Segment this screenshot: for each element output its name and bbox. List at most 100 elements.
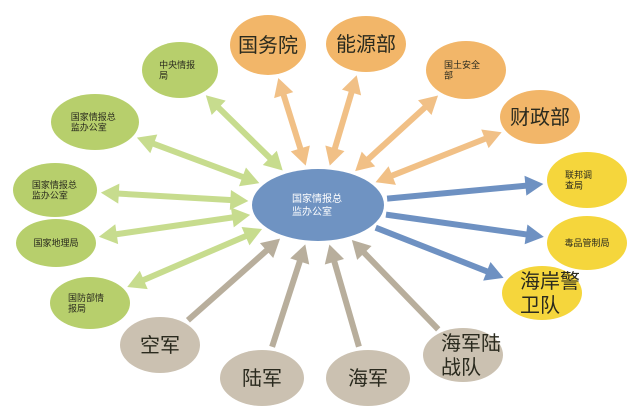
arrowhead-inner xyxy=(238,167,260,187)
node-label: 国家情报总 xyxy=(32,179,77,191)
node-label: 海军陆 xyxy=(441,331,501,355)
arrow-state-council xyxy=(274,77,310,166)
arrow-odni-2 xyxy=(100,183,249,210)
arrowhead-inner xyxy=(355,151,376,172)
arrow-fbi xyxy=(386,175,544,202)
arrow-air-force xyxy=(185,238,281,323)
node-ellipse xyxy=(142,42,218,98)
node-label: 空军 xyxy=(140,333,180,357)
node-ellipse xyxy=(326,350,410,406)
node-ellipse xyxy=(16,219,96,267)
arrow-dea xyxy=(385,211,544,245)
arrow-army xyxy=(269,244,310,348)
arrowhead-inner xyxy=(290,244,310,265)
arrowhead-inner xyxy=(262,150,283,171)
arrowhead-inner xyxy=(230,207,251,228)
arrowhead-inner xyxy=(259,238,281,259)
arrowhead-inner xyxy=(229,190,249,210)
node-label: 国家情报总 xyxy=(71,111,116,123)
arrow-shaft xyxy=(330,257,362,348)
node-ellipse xyxy=(502,266,582,320)
arrow-cia xyxy=(205,95,283,171)
arrowhead-inner xyxy=(324,244,345,265)
node-navy: 海军 xyxy=(326,350,410,406)
arrows-layer xyxy=(98,75,544,348)
node-label: 部 xyxy=(444,70,453,82)
node-ellipse xyxy=(500,90,580,144)
node-energy: 能源部 xyxy=(326,16,406,72)
node-ellipse xyxy=(547,152,627,208)
node-state-council: 国务院 xyxy=(230,15,306,75)
node-ellipse xyxy=(426,41,506,99)
node-ellipse xyxy=(50,277,130,329)
arrow-shaft xyxy=(185,245,272,323)
node-label: 联邦调 xyxy=(565,169,592,181)
arrowhead-outer xyxy=(418,95,439,116)
node-label: 国防部情 xyxy=(68,292,104,304)
center-label: 国家情报总 xyxy=(292,192,342,205)
arrowhead-outer xyxy=(127,270,148,290)
node-army: 陆军 xyxy=(220,350,304,406)
node-label: 战队 xyxy=(441,355,481,379)
arrow-coast-guard xyxy=(374,224,504,281)
arrow-nga xyxy=(98,207,251,245)
arrowhead-outer xyxy=(524,175,544,196)
arrow-shaft xyxy=(148,139,248,182)
node-label: 陆军 xyxy=(242,366,282,390)
arrow-shaft xyxy=(330,87,356,154)
arrow-dhs xyxy=(355,95,439,172)
arrow-shaft xyxy=(386,182,530,202)
arrow-treasury xyxy=(375,129,502,185)
arrow-energy xyxy=(325,75,362,166)
node-label: 能源部 xyxy=(336,32,396,56)
arrowhead-outer xyxy=(483,262,504,281)
arrowhead-outer xyxy=(205,95,226,115)
arrowhead-outer xyxy=(98,224,119,245)
arrow-shaft xyxy=(213,102,275,163)
node-label: 局 xyxy=(159,71,168,82)
arrowhead-outer xyxy=(341,75,362,96)
arrow-shaft xyxy=(385,211,531,238)
arrow-dia xyxy=(127,226,263,290)
arrow-shaft xyxy=(359,247,441,332)
node-treasury: 财政部 xyxy=(500,90,580,144)
arrowhead-outer xyxy=(100,183,120,204)
node-label: 报局 xyxy=(68,303,86,315)
node-ellipse xyxy=(230,15,306,75)
arrowhead-inner xyxy=(290,145,310,166)
node-ellipse xyxy=(423,328,503,382)
node-label: 国家地理局 xyxy=(33,237,78,249)
arrowhead-inner xyxy=(241,226,263,246)
node-label: 财政部 xyxy=(510,105,570,129)
arrowhead-outer xyxy=(481,129,502,149)
node-air-force: 空军 xyxy=(120,317,200,373)
center-label: 监办公室 xyxy=(292,205,332,218)
node-label: 中央情报 xyxy=(159,59,195,71)
node-ellipse xyxy=(120,317,200,373)
node-ellipse xyxy=(220,350,304,406)
arrow-shaft xyxy=(112,213,237,238)
node-ellipse xyxy=(51,94,139,150)
node-label: 监办公室 xyxy=(71,122,107,134)
arrowhead-inner xyxy=(325,145,345,166)
arrowhead-inner xyxy=(375,166,396,185)
arrow-shaft xyxy=(269,256,304,348)
node-label: 国务院 xyxy=(238,33,298,57)
center-ellipse xyxy=(252,169,384,241)
arrow-shaft xyxy=(387,134,490,180)
arrowhead-outer xyxy=(274,77,294,99)
arrow-shaft xyxy=(279,90,305,154)
arrow-shaft xyxy=(138,231,251,285)
nodes-layer: 中央情报局国家情报总监办公室国家情报总监办公室国家地理局国防部情报局国务院能源部… xyxy=(13,15,627,406)
arrow-shaft xyxy=(374,224,492,276)
arrowhead-outer xyxy=(136,134,158,154)
